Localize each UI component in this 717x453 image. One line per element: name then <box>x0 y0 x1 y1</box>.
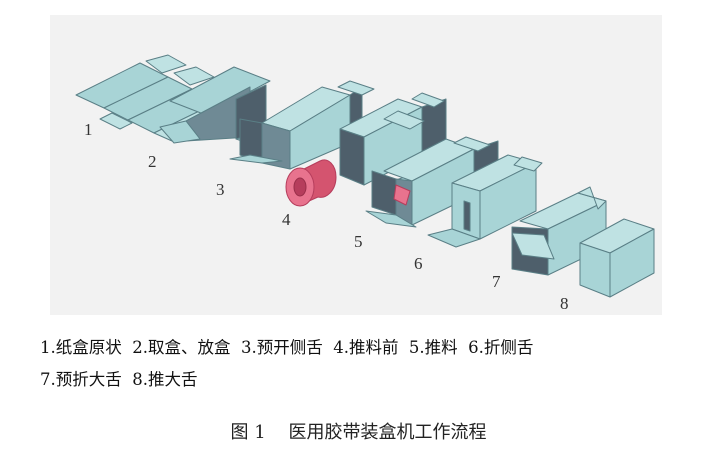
step-number-4: 4 <box>282 210 291 229</box>
step-number-3: 3 <box>216 180 225 199</box>
carton-step-7 <box>511 186 607 276</box>
legend-line-1: 1.纸盒原状 2.取盒、放盒 3.预开侧舌 4.推料前 5.推料 6.折侧舌 <box>40 338 534 357</box>
carton-step-3 <box>229 80 375 170</box>
step-number-7: 7 <box>492 272 501 291</box>
diagram-panel: 1 2 3 4 5 6 7 8 <box>50 15 662 315</box>
carton-step-5 <box>365 136 499 228</box>
step-number-8: 8 <box>560 294 569 313</box>
figure-caption: 图 1 医用胶带装盒机工作流程 <box>230 422 487 443</box>
process-diagram: 1 2 3 4 5 6 7 8 <box>75 54 655 313</box>
step-number-5: 5 <box>354 232 363 251</box>
step-number-2: 2 <box>148 152 157 171</box>
carton-step-8-closed <box>579 218 655 298</box>
step-number-1: 1 <box>84 120 93 139</box>
carton-step-6 <box>427 154 543 248</box>
legend-line-2: 7.预折大舌 8.推大舌 <box>40 370 198 389</box>
step-number-6: 6 <box>414 254 423 273</box>
tape-roll-product <box>285 159 337 207</box>
